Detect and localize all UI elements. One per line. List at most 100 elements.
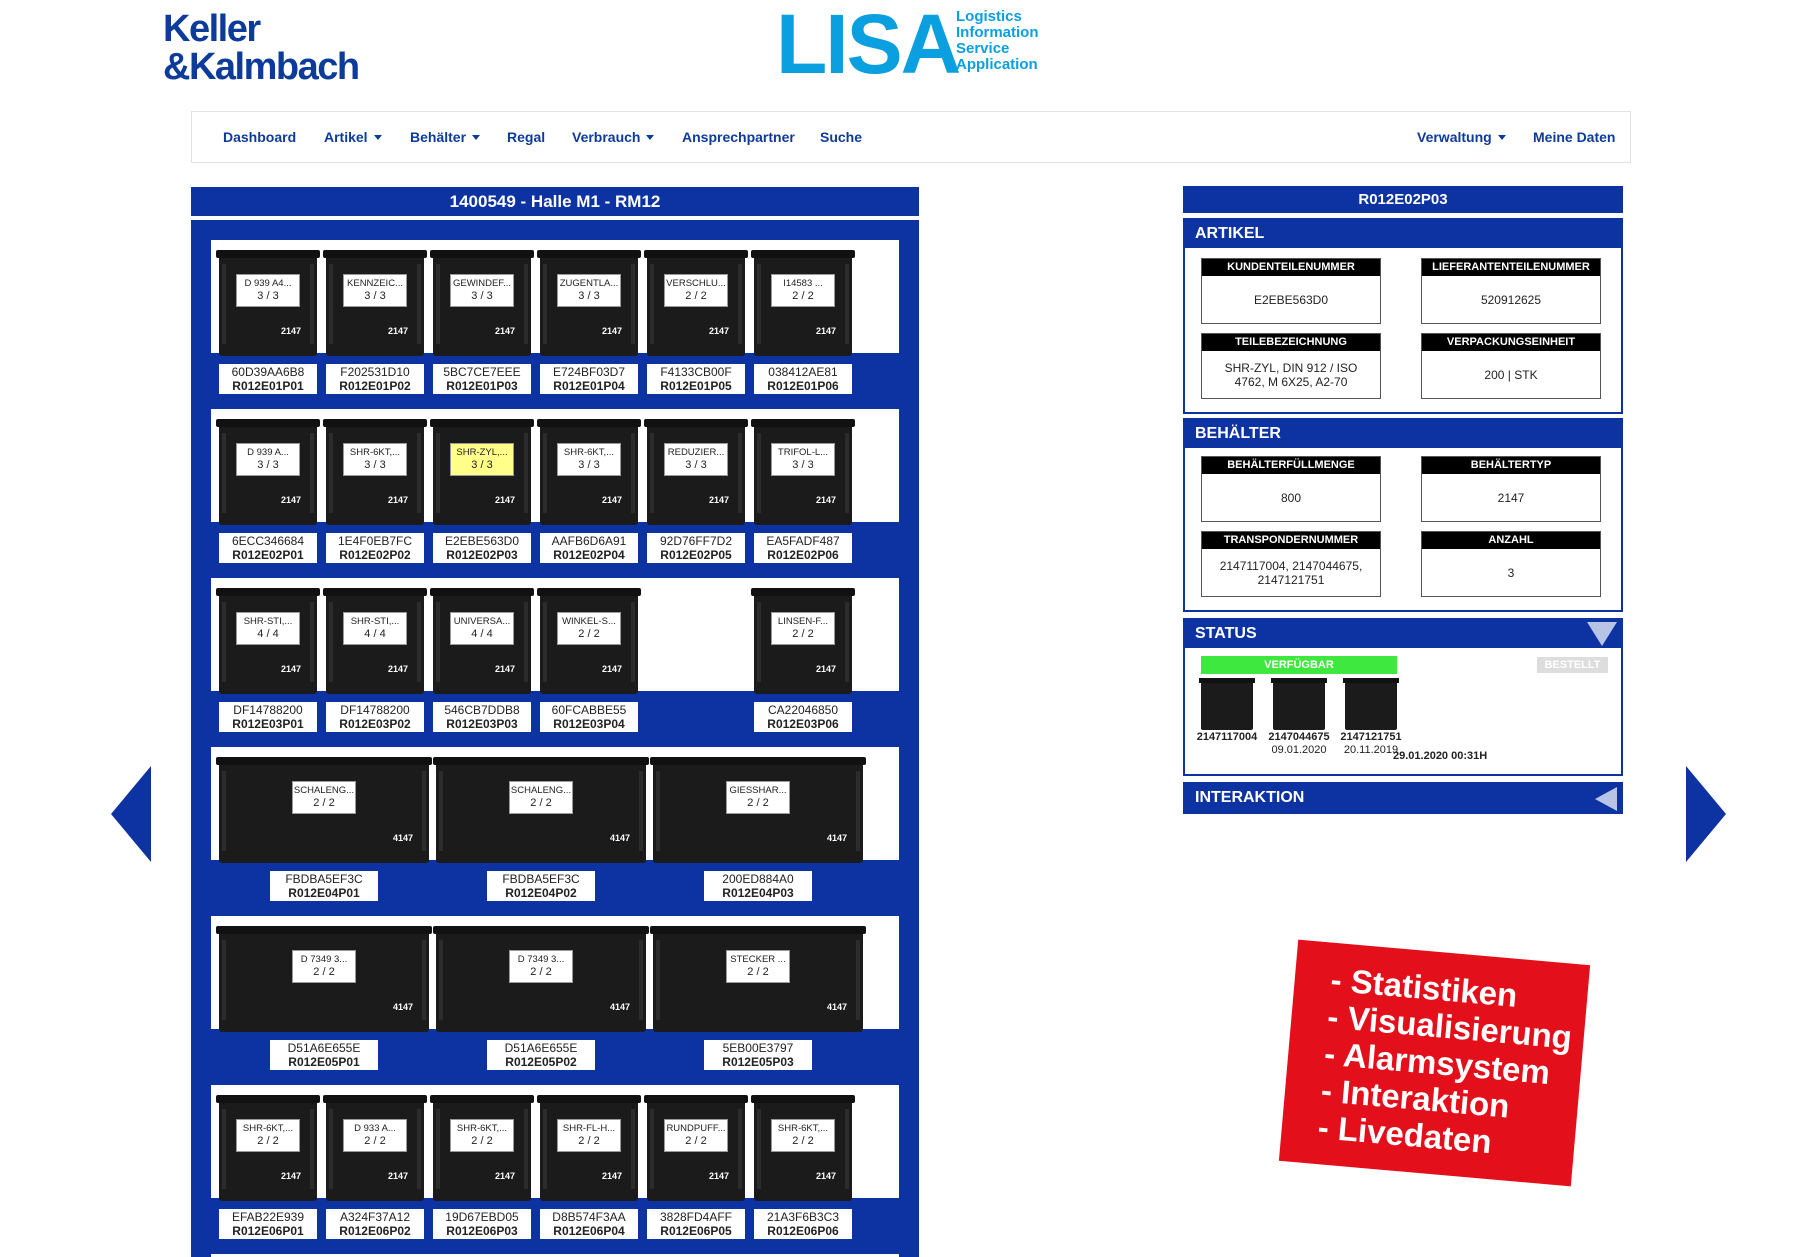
chevron-down-icon <box>472 135 481 140</box>
bin-label: SCHALENG...2 / 2 <box>292 781 356 814</box>
shelf-bin[interactable]: I14583 ...2 / 2 2147 <box>751 250 855 356</box>
bin-label: I14583 ...2 / 2 <box>771 274 835 307</box>
bin-type: 4147 <box>609 1002 630 1012</box>
bin-label: REDUZIER...3 / 3 <box>664 443 728 476</box>
bin-label: SHR-STI,...4 / 4 <box>343 612 407 645</box>
status-ordered-badge: BESTELLT <box>1537 657 1608 673</box>
shelf-bin[interactable]: D 7349 3...2 / 2 4147 <box>433 926 649 1032</box>
bin-type: 4147 <box>392 833 413 843</box>
status-section: STATUS <box>1183 618 1623 776</box>
nav-regal[interactable]: Regal <box>507 129 546 145</box>
shelf-bin[interactable]: D 933 A...2 / 2 2147 <box>323 1095 427 1201</box>
bin-label: LINSEN-F...2 / 2 <box>771 612 835 645</box>
field-behaeltertyp: BEHÄLTERTYP 2147 <box>1421 456 1601 522</box>
bin-label: D 7349 3...2 / 2 <box>509 950 573 983</box>
artikel-section: ARTIKEL KUNDENTEILENUMMER E2EBE563D0 LIE… <box>1183 218 1623 414</box>
bin-label: ZUGENTLA...3 / 3 <box>557 274 621 307</box>
app-logo: LISA <box>776 0 961 91</box>
feature-promo-banner: - Statistiken - Visualisierung - Alarmsy… <box>1278 939 1591 1187</box>
bin-type: 2147 <box>387 1171 408 1181</box>
nav-suche[interactable]: Suche <box>820 129 863 145</box>
bin-label: D 933 A...2 / 2 <box>343 1119 407 1152</box>
shelf-bin[interactable]: LINSEN-F...2 / 2 2147 <box>751 588 855 694</box>
nav-artikel[interactable]: Artikel <box>324 112 382 162</box>
bin-type: 2147 <box>815 495 836 505</box>
bin-type: 2147 <box>387 664 408 674</box>
bin-type: 2147 <box>387 495 408 505</box>
bin-label: SCHALENG...2 / 2 <box>509 781 573 814</box>
field-lieferantenteilenummer: LIEFERANTENTEILENUMMER 520912625 <box>1421 258 1601 324</box>
main-navbar: Dashboard Artikel Behälter Regal Verbrau… <box>191 111 1631 163</box>
nav-behaelter[interactable]: Behälter <box>410 112 481 162</box>
expand-triangle-icon[interactable] <box>1595 787 1617 811</box>
nav-ansprechpartner[interactable]: Ansprechpartner <box>682 129 795 145</box>
bin-type: 2147 <box>815 664 836 674</box>
bin-label: UNIVERSA...4 / 4 <box>450 612 514 645</box>
next-shelf-arrow-icon[interactable] <box>1686 766 1726 862</box>
status-section-title[interactable]: STATUS <box>1185 620 1621 648</box>
nav-verbrauch[interactable]: Verbrauch <box>572 112 655 162</box>
bin-type: 2147 <box>494 326 515 336</box>
status-timestamp: 29.01.2020 00:31H <box>1393 750 1488 762</box>
nav-meine-daten[interactable]: Meine Daten <box>1533 129 1616 145</box>
bin-type: 2147 <box>815 326 836 336</box>
shelf-row <box>211 1254 899 1257</box>
bin-label: D 939 A4...3 / 3 <box>236 274 300 307</box>
bin-type: 4147 <box>826 833 847 843</box>
collapse-triangle-icon[interactable] <box>1587 622 1617 646</box>
field-teilebezeichnung: TEILEBEZEICHNUNG SHR-ZYL, DIN 912 / ISO … <box>1201 333 1381 399</box>
bin-label: D 7349 3...2 / 2 <box>292 950 356 983</box>
bin-mini-icon <box>1343 678 1399 730</box>
bin-type: 2147 <box>601 495 622 505</box>
bin-type: 2147 <box>387 326 408 336</box>
behaelter-section-title: BEHÄLTER <box>1185 420 1621 448</box>
bin-type: 2147 <box>494 495 515 505</box>
shelf-bin[interactable]: SHR-STI,...4 / 4 2147 <box>323 588 427 694</box>
nav-dashboard[interactable]: Dashboard <box>223 129 297 145</box>
bin-label: SHR-6KT,...3 / 3 <box>343 443 407 476</box>
interaktion-section-title[interactable]: INTERAKTION <box>1185 784 1621 812</box>
company-logo-line2: &Kalmbach <box>163 46 360 88</box>
prev-shelf-arrow-icon[interactable] <box>111 766 151 862</box>
shelf-bin[interactable]: SCHALENG...2 / 2 4147 <box>216 757 432 863</box>
nav-verwaltung[interactable]: Verwaltung <box>1417 112 1506 162</box>
shelf-bin[interactable]: SHR-6KT,...3 / 3 2147 <box>323 419 427 525</box>
